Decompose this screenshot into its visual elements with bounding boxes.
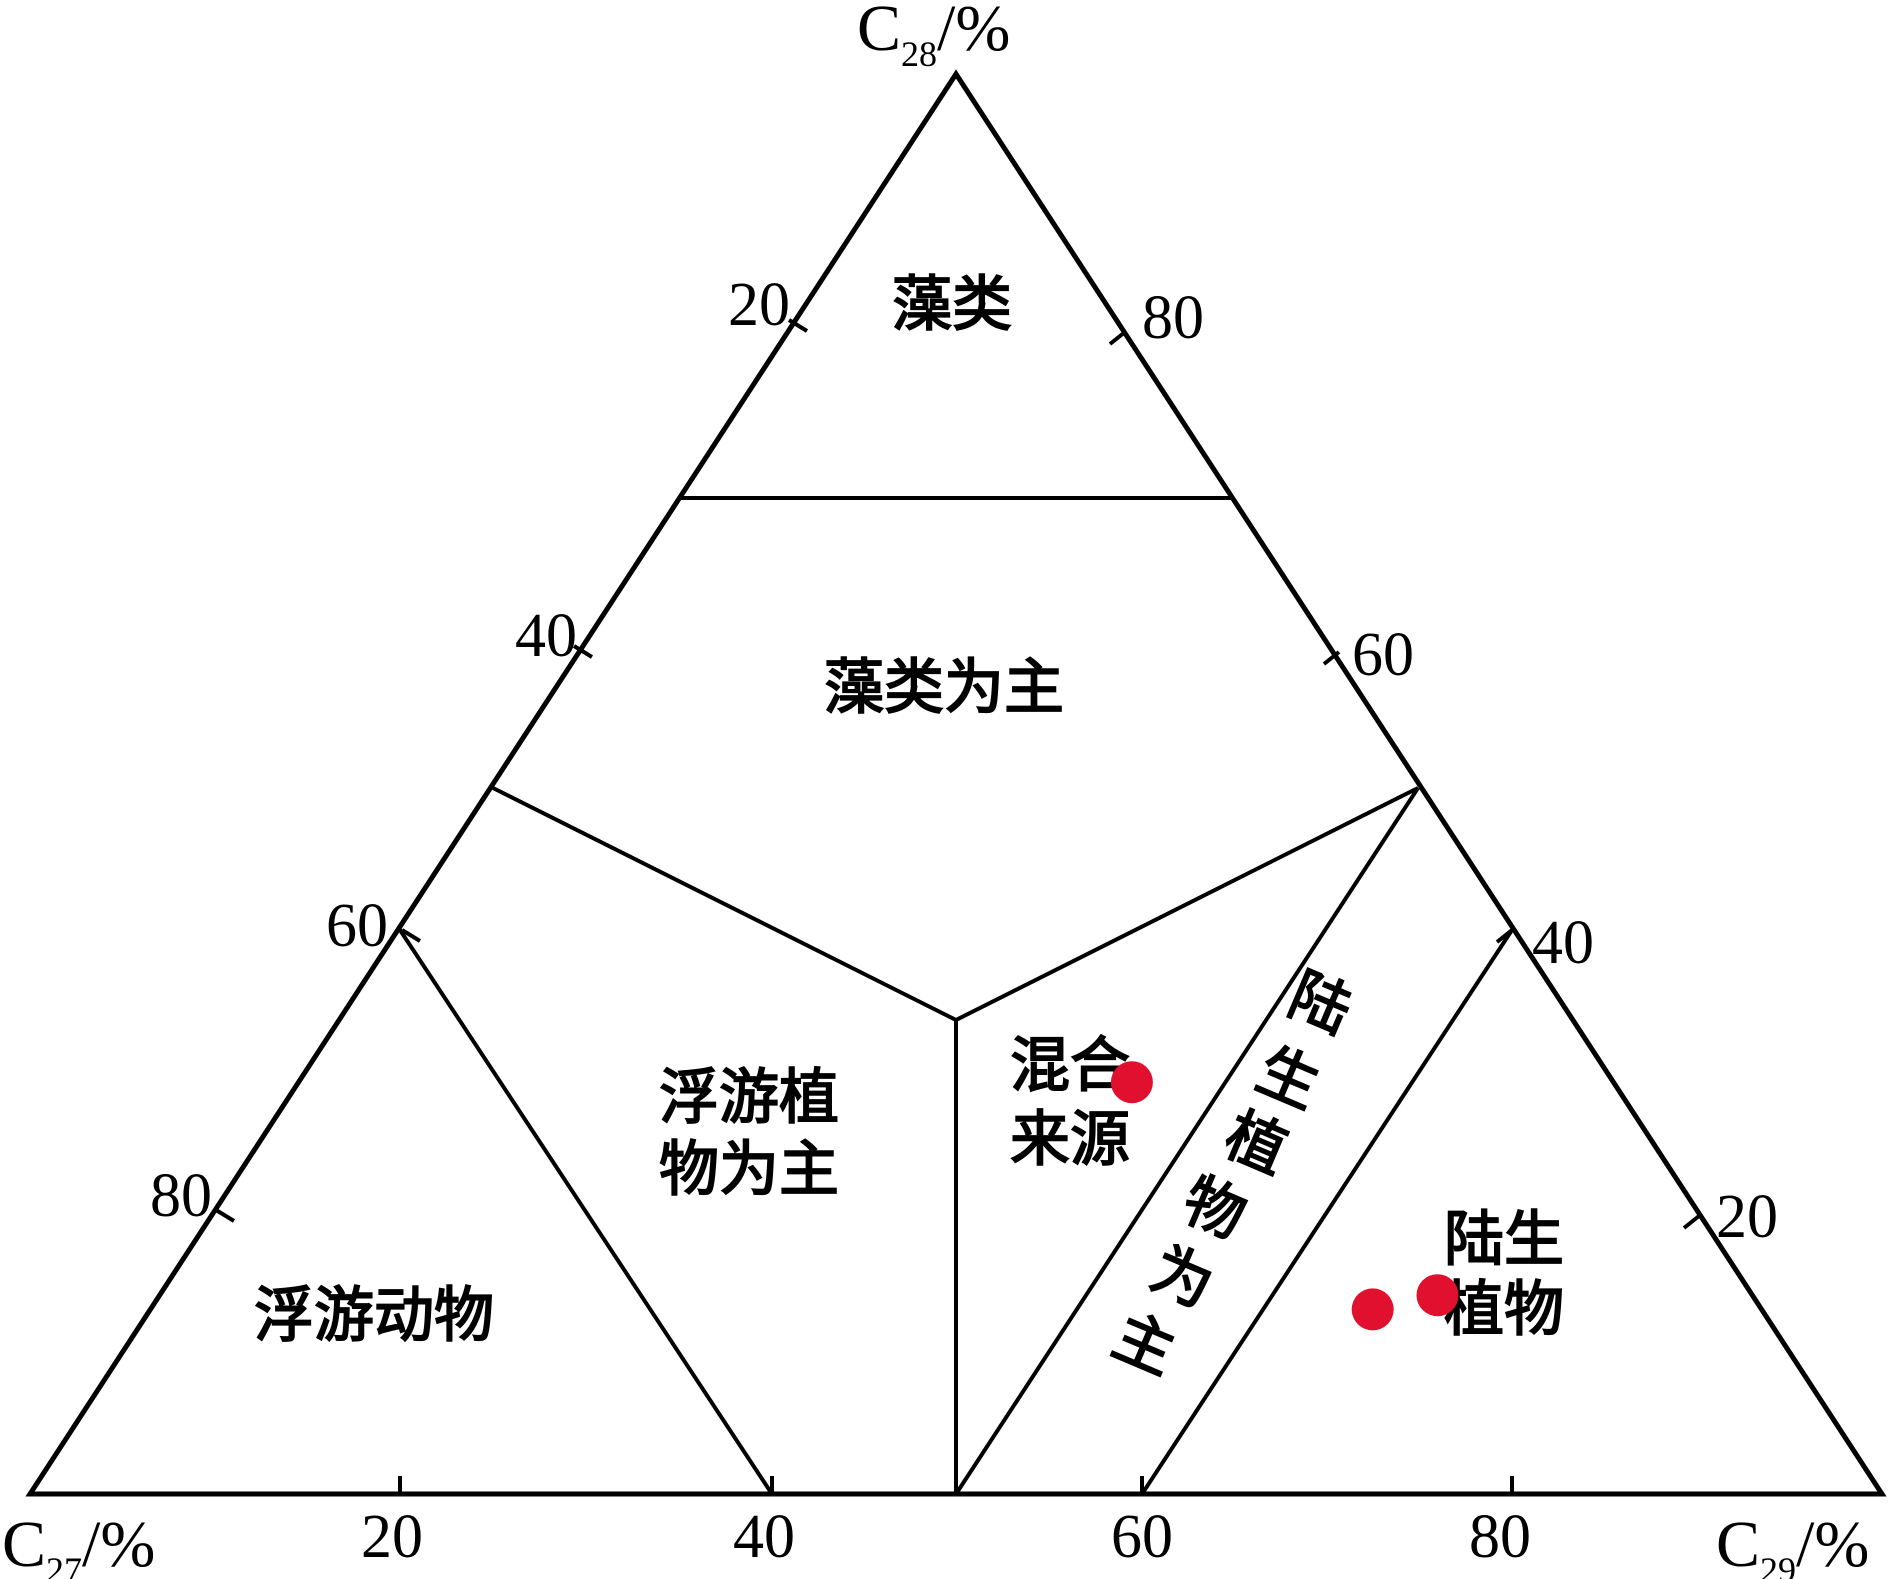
tick-left-80 [214,1208,236,1223]
tick-label-left-40: 40 [515,602,577,670]
tick-right-60 [1322,650,1341,666]
region-label-zooplankton: 浮游动物 [254,1281,494,1351]
divider-zooplankton [398,928,774,1496]
tick-labels: 20 40 60 80 20 40 60 80 80 60 40 20 [150,271,1778,1571]
data-points [1110,1061,1459,1331]
region-labels: 藻类 藻类为主 浮游动物 浮游植 物为主 混合 来源 陆 生 植 物 为 主 陆… [254,270,1564,1389]
tick-left-60 [400,928,422,943]
data-point-2 [1351,1288,1394,1331]
region-label-algae: 藻类 [892,270,1012,340]
tick-label-right-80: 80 [1142,284,1204,352]
tick-right-40 [1495,928,1514,944]
tick-label-bottom-20: 20 [361,1503,423,1571]
field-dividers [398,496,1514,1496]
region-label-land-plant-dominant-char-6: 主 [1103,1301,1186,1389]
region-label-land-plant-dominant-4: 物 [1173,1165,1256,1253]
divider-land-plant [1140,928,1514,1496]
region-label-land-plant-dominant-char-5: 为 [1141,1234,1224,1322]
region-label-land-plant-dominant-char-4: 物 [1173,1165,1256,1253]
axis-title-c29: C29/% [1716,1508,1869,1579]
divider-algae-dominant [492,786,1419,1023]
tick-label-bottom-40: 40 [733,1503,795,1571]
region-label-phytoplankton-line-1: 浮游植 [659,1063,839,1133]
tick-label-bottom-80: 80 [1469,1503,1531,1571]
data-point-1 [1110,1061,1153,1104]
region-label-mixed-line-1: 混合 [1010,1031,1130,1101]
tick-label-left-20: 20 [728,271,790,339]
tick-left-40 [572,644,594,659]
region-label-phytoplankton-line-2: 物为主 [659,1135,839,1205]
tick-label-right-40: 40 [1532,909,1594,977]
axis-title-c27: C27/% [2,1508,155,1579]
region-label-land-plant-line-2: 植物 [1444,1275,1564,1345]
tick-left-20 [787,318,809,333]
tick-label-left-60: 60 [326,892,388,960]
tick-label-bottom-60: 60 [1111,1503,1173,1571]
tick-right-80 [1108,330,1127,346]
region-label-land-plant-dominant-char-1: 陆 [1279,960,1362,1048]
region-label-land-plant-dominant-5: 为 [1141,1234,1224,1322]
tick-marks [214,318,1701,1494]
tick-right-20 [1682,1214,1701,1230]
data-point-3 [1416,1274,1459,1317]
region-label-land-plant-line-1: 陆生 [1444,1205,1564,1275]
region-label-mixed-line-2: 来源 [1010,1105,1130,1175]
tick-label-right-20: 20 [1716,1183,1778,1251]
region-label-algae-dominant: 藻类为主 [824,653,1064,723]
region-label-land-plant-dominant-6: 主 [1103,1301,1186,1389]
axis-title-c28: C28/% [857,0,1010,74]
region-label-land-plant-dominant: 陆 [1279,960,1362,1048]
divider-mixed [954,786,1420,1496]
tick-label-left-80: 80 [150,1162,212,1230]
tick-label-right-60: 60 [1352,621,1414,689]
